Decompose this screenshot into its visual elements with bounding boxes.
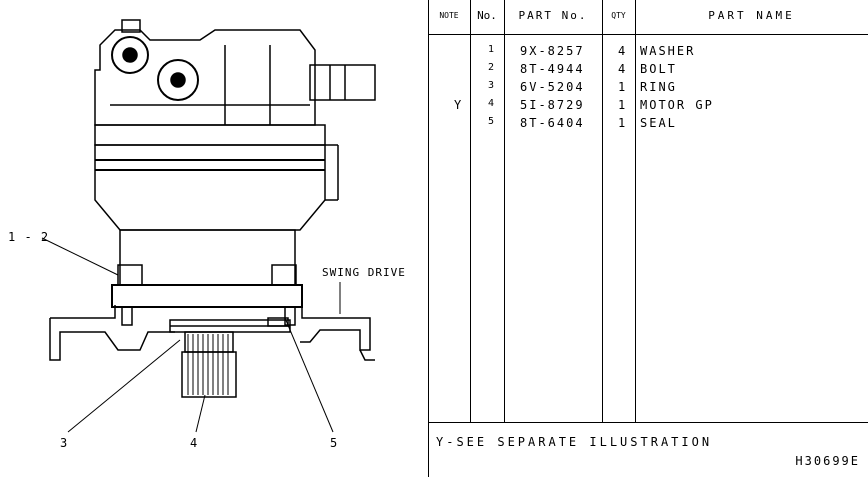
row-part-name: WASHER bbox=[640, 44, 696, 58]
row-part-no: 8T-6404 bbox=[520, 116, 585, 130]
row-qty: 1 bbox=[618, 98, 628, 112]
row-item-no: 2 bbox=[488, 62, 497, 73]
callout-3: 3 bbox=[60, 436, 69, 450]
header-part-no: PART No. bbox=[518, 9, 588, 22]
callout-5: 5 bbox=[330, 436, 339, 450]
header-no: No. bbox=[477, 9, 497, 22]
callout-4: 4 bbox=[190, 436, 199, 450]
row-qty: 4 bbox=[618, 44, 628, 58]
row-qty: 1 bbox=[618, 116, 628, 130]
col-divider-partno bbox=[602, 0, 603, 422]
row-item-no: 3 bbox=[488, 80, 497, 91]
parts-illustration: 1 - 2 3 4 5 SWING DRIVE bbox=[0, 0, 428, 477]
footer-note: Y-SEE SEPARATE ILLUSTRATION bbox=[436, 435, 713, 449]
row-part-name: RING bbox=[640, 80, 677, 94]
row-part-name: MOTOR GP bbox=[640, 98, 714, 112]
row-part-no: 5I-8729 bbox=[520, 98, 585, 112]
row-note: Y bbox=[454, 98, 464, 112]
table-row: 1 9X-8257 4 WASHER bbox=[428, 44, 868, 62]
row-part-name: SEAL bbox=[640, 116, 677, 130]
table-row: 3 6V-5204 1 RING bbox=[428, 80, 868, 98]
swing-motor-drawing bbox=[41, 19, 376, 433]
row-part-no: 8T-4944 bbox=[520, 62, 585, 76]
parts-table: NOTE No. PART No. QTY PART NAME 1 9X-825… bbox=[428, 0, 868, 477]
table-row: 2 8T-4944 4 BOLT bbox=[428, 62, 868, 80]
footer-rule bbox=[428, 422, 868, 423]
header-part-name: PART NAME bbox=[708, 9, 795, 22]
header-note: NOTE bbox=[439, 11, 459, 20]
col-divider-qty bbox=[635, 0, 636, 422]
row-item-no: 5 bbox=[488, 116, 497, 127]
table-row: Y 4 5I-8729 1 MOTOR GP bbox=[428, 98, 868, 116]
table-row: 5 8T-6404 1 SEAL bbox=[428, 116, 868, 134]
header-rule bbox=[428, 34, 868, 35]
table-border-left bbox=[428, 0, 429, 477]
row-qty: 4 bbox=[618, 62, 628, 76]
col-divider-no bbox=[504, 0, 505, 422]
callout-1-2: 1 - 2 bbox=[8, 230, 50, 244]
illustration-code: H30699E bbox=[795, 454, 860, 468]
row-part-name: BOLT bbox=[640, 62, 677, 76]
row-part-no: 9X-8257 bbox=[520, 44, 585, 58]
row-item-no: 4 bbox=[488, 98, 497, 109]
row-qty: 1 bbox=[618, 80, 628, 94]
header-qty: QTY bbox=[611, 11, 626, 20]
row-item-no: 1 bbox=[488, 44, 497, 55]
col-divider-note bbox=[470, 0, 471, 422]
row-part-no: 6V-5204 bbox=[520, 80, 585, 94]
callout-swing-drive: SWING DRIVE bbox=[322, 266, 406, 279]
